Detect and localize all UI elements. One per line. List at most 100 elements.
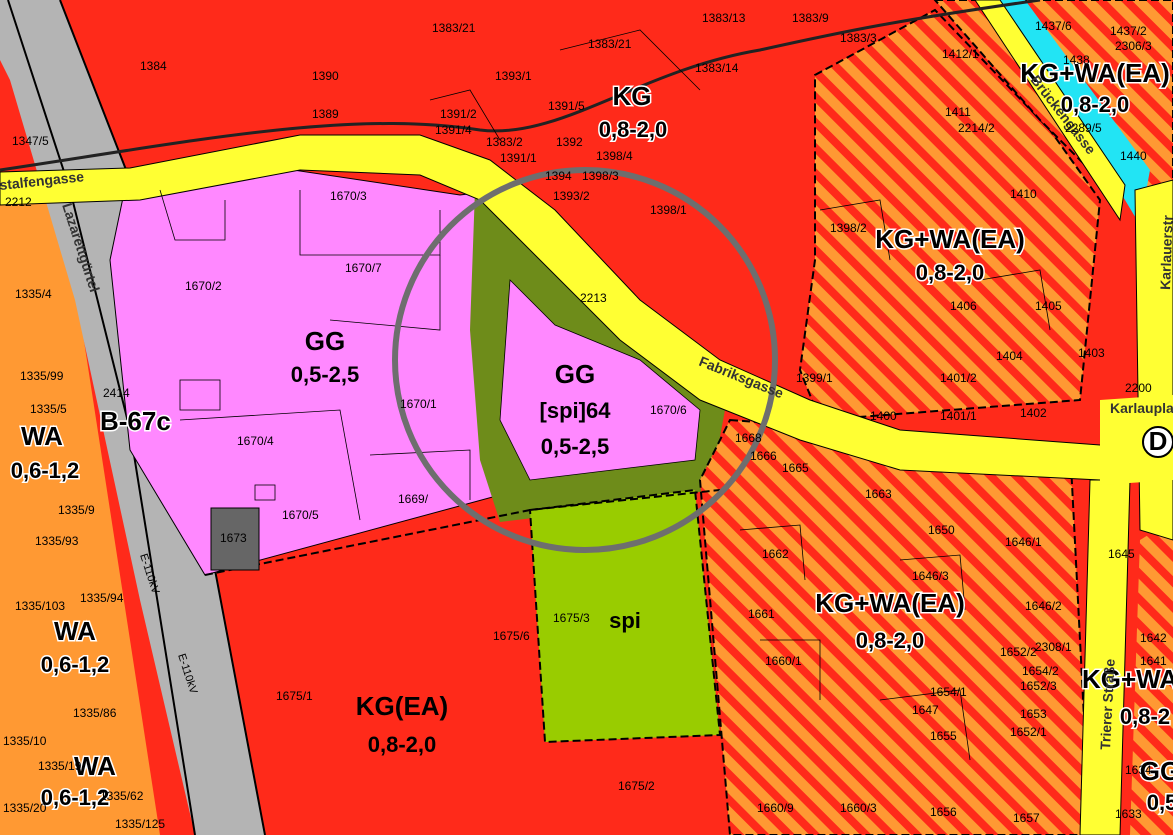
parcel-label: 1668 <box>735 431 762 445</box>
zone-density: 0,6-1,2 <box>41 652 110 677</box>
parcel-label: 1400 <box>870 409 897 423</box>
zone-code: GG <box>555 359 595 389</box>
parcel-label: 2214/2 <box>958 121 995 135</box>
zone-density: 0,6-1,2 <box>41 785 110 810</box>
parcel-label: 1650 <box>928 523 955 537</box>
parcel-label: 1646/2 <box>1025 599 1062 613</box>
parcel-label: 1665 <box>782 461 809 475</box>
zone-density: 0,8-2,0 <box>916 260 985 285</box>
parcel-label: 1437/2 <box>1110 24 1147 38</box>
parcel-label: 1675/3 <box>553 611 590 625</box>
parcel-label: 1384 <box>140 59 167 73</box>
parcel-label: 1660/1 <box>765 654 802 668</box>
parcel-label: 1634 <box>1125 763 1152 777</box>
zone-density: 0,5-2,5 <box>291 362 360 387</box>
parcel-label: 1652/3 <box>1020 679 1057 693</box>
parcel-label: 1437/6 <box>1035 19 1072 33</box>
parcel-label: 1660/3 <box>840 801 877 815</box>
boundary-line-south <box>204 489 721 576</box>
parcel-label: 2289/5 <box>1065 121 1102 135</box>
parcel-label: 1398/1 <box>650 203 687 217</box>
parcel-label: 1652/1 <box>1010 725 1047 739</box>
parcel-label: 1399/1 <box>796 371 833 385</box>
zone-west-residential <box>0 185 160 835</box>
parcel-label: 1411 <box>945 105 971 119</box>
road-karlauplatz <box>1100 395 1173 485</box>
parcel-label: 1393/2 <box>553 189 590 203</box>
zone-code: KG(EA) <box>356 691 448 721</box>
parcel-label: 1335/4 <box>15 287 52 301</box>
parcel-label: 1383/2 <box>486 135 523 149</box>
d-marker: D <box>1142 426 1173 458</box>
parcel-label: 1642 <box>1140 631 1167 645</box>
parcel-label: 1670/5 <box>282 508 319 522</box>
parcel-label: 1646/3 <box>912 569 949 583</box>
road-label: Karlauerstr <box>1157 214 1173 290</box>
parcel-label: 1402 <box>1020 406 1047 420</box>
parcel-label: 1670/4 <box>237 434 274 448</box>
parcel-label: 2213 <box>580 291 607 305</box>
parcel-label: 1670/1 <box>400 397 437 411</box>
parcel-label: 1646/1 <box>1005 535 1042 549</box>
parcel-label: 1389 <box>312 107 339 121</box>
parcel-label: 1335/125 <box>115 817 165 831</box>
parcel-label: 1412/1 <box>942 47 979 61</box>
parcel-label: 1347/5 <box>12 134 49 148</box>
parcel-label: 1410 <box>1010 187 1037 201</box>
parcel-label: 1405 <box>1035 299 1062 313</box>
zone-density: 0,6-1,2 <box>11 458 80 483</box>
zone-code: KG+WA(EA) <box>815 588 965 618</box>
parcel-label: 1663 <box>865 487 892 501</box>
parcel-label: 1666 <box>750 449 777 463</box>
parcel-label: 1633 <box>1115 807 1142 821</box>
zone-code: KG+WA <box>1082 664 1173 694</box>
parcel-label: 2414 <box>103 386 130 400</box>
parcel-label: 1383/13 <box>702 11 746 25</box>
parcel-label: 1670/6 <box>650 403 687 417</box>
parcel-label: 1440 <box>1120 149 1147 163</box>
highlight-circle <box>392 167 778 553</box>
parcel-label: 1401/2 <box>940 371 977 385</box>
parcel-label: 1390 <box>312 69 339 83</box>
parcel-label: 1641 <box>1140 654 1167 668</box>
parcel-label: 1652/2 <box>1000 645 1037 659</box>
parcel-label: 1383/14 <box>695 61 739 75</box>
parcel-label: 1391/5 <box>548 99 585 113</box>
road-brueckengasse <box>974 0 1126 222</box>
parcel-label: 1673 <box>220 531 247 545</box>
parcel-label: 1391/1 <box>500 151 537 165</box>
parcel-label: 1393/1 <box>495 69 532 83</box>
parcel-label: 1669/ <box>398 492 429 506</box>
parcel-label: 1383/3 <box>840 31 877 45</box>
zone-code: KG <box>613 81 652 111</box>
parcel-label: 1335/86 <box>73 706 117 720</box>
zone-code: KG+WA(EA) <box>875 224 1025 254</box>
parcel-label: 1656 <box>930 805 957 819</box>
parcel-label: 1335/103 <box>15 599 65 613</box>
boundary-line-north <box>0 0 1041 172</box>
parcel-label: 1335/62 <box>100 789 144 803</box>
parcel-label: 1670/2 <box>185 279 222 293</box>
parcel-label: 2308/1 <box>1035 640 1072 654</box>
zone-density: 0,8-2,0 <box>1061 92 1130 117</box>
parcel-label: 1401/1 <box>940 409 977 423</box>
parcel-label: 1670/7 <box>345 261 382 275</box>
zone-density: 0,8-2,0 <box>368 732 437 757</box>
parcel-label: 1654/2 <box>1022 664 1059 678</box>
zone-code: WA <box>54 616 96 646</box>
zone-spi-inner <box>499 279 701 481</box>
zone-labels: KG 0,8-2,0 KG+WA(EA) 0,8-2,0 KG+WA(EA) 0… <box>9 57 1173 817</box>
parcel-label: 1383/21 <box>432 21 476 35</box>
parcel-label: 1391/4 <box>435 123 472 137</box>
parcel-label: 1335/5 <box>30 402 67 416</box>
zone-density: 0,5-2,5 <box>541 434 610 459</box>
zone-code: spi <box>609 608 641 633</box>
parcel-outlines <box>159 29 1051 761</box>
parcel-label: 1383/9 <box>792 11 829 25</box>
parcel-label: 1645 <box>1108 547 1135 561</box>
zone-density: 0,8-2,0 <box>856 628 925 653</box>
parcel-label: 1391/2 <box>440 107 477 121</box>
parcel-labels: 1383/21 1383/13 1383/9 1384 1390 1393/1 … <box>3 11 1167 831</box>
parcel-label: 2200 <box>1125 381 1152 395</box>
